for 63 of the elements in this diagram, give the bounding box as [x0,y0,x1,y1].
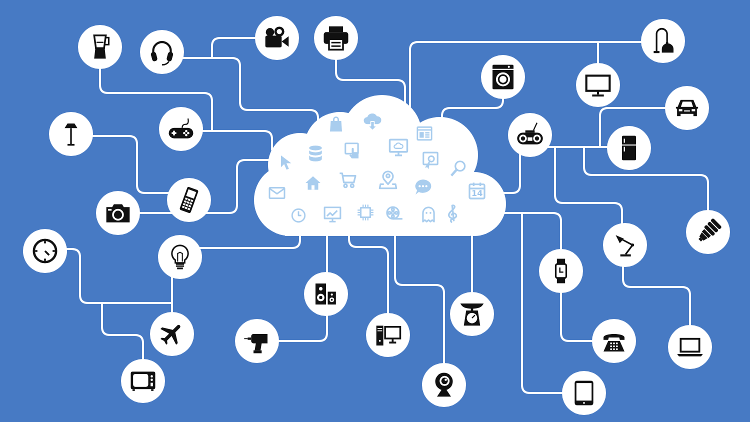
connector-line [326,235,328,274]
connector-line [171,276,173,304]
connector-line [521,212,562,250]
connector-line [521,212,563,394]
connector-line [139,212,172,214]
connector-line [597,41,599,64]
connector-line [171,302,173,313]
device-circle [314,16,358,60]
connector-line [348,235,389,314]
connector-line [210,130,273,151]
device-circle [121,359,165,403]
device-circle [366,313,410,357]
connector-line [471,234,473,293]
device-circle [641,19,685,63]
connector-line [504,212,524,214]
connector-line [92,135,170,194]
connector-line [622,266,691,326]
connector-line [394,235,445,364]
device-circle [686,210,730,254]
device-circle [167,178,211,222]
connector-line [99,68,213,132]
connector-line [335,59,406,104]
device-circle [422,363,466,407]
device-circle [668,325,712,369]
device-circle [576,63,620,107]
device-circle [562,371,606,415]
device-circle [665,86,709,130]
device-circle [607,126,651,170]
connector-line [555,146,586,148]
device-circle [96,191,140,235]
connector-line [206,159,270,214]
calendar-date: 14 [472,190,483,198]
device-circle [255,16,299,60]
connector-line [597,41,642,43]
device-circle [304,272,348,316]
connector-line [554,146,623,224]
device-circle [603,223,647,267]
device-circle [78,25,122,69]
device-circle [159,107,203,151]
connector-line [560,292,593,342]
connector-line [583,146,709,211]
device-circle [450,292,494,336]
device-circle [158,235,202,279]
connector-line [199,235,301,249]
device-circle [23,229,67,273]
device-circle [508,113,552,157]
device-circle [481,55,525,99]
device-circle [539,249,583,293]
device-circle [235,319,279,363]
connector-line [409,41,599,108]
connector-line [600,146,608,148]
connector-line [182,57,213,59]
device-circle [49,112,93,156]
connector-line [278,314,328,342]
device-circle [140,30,184,74]
device-circle [150,312,194,356]
connector-line [101,302,144,360]
connector-line [441,98,504,118]
connector-line [503,154,521,194]
connector-line [101,302,173,304]
connector-line [66,248,103,304]
device-circle [592,319,636,363]
connector-line [599,107,666,148]
